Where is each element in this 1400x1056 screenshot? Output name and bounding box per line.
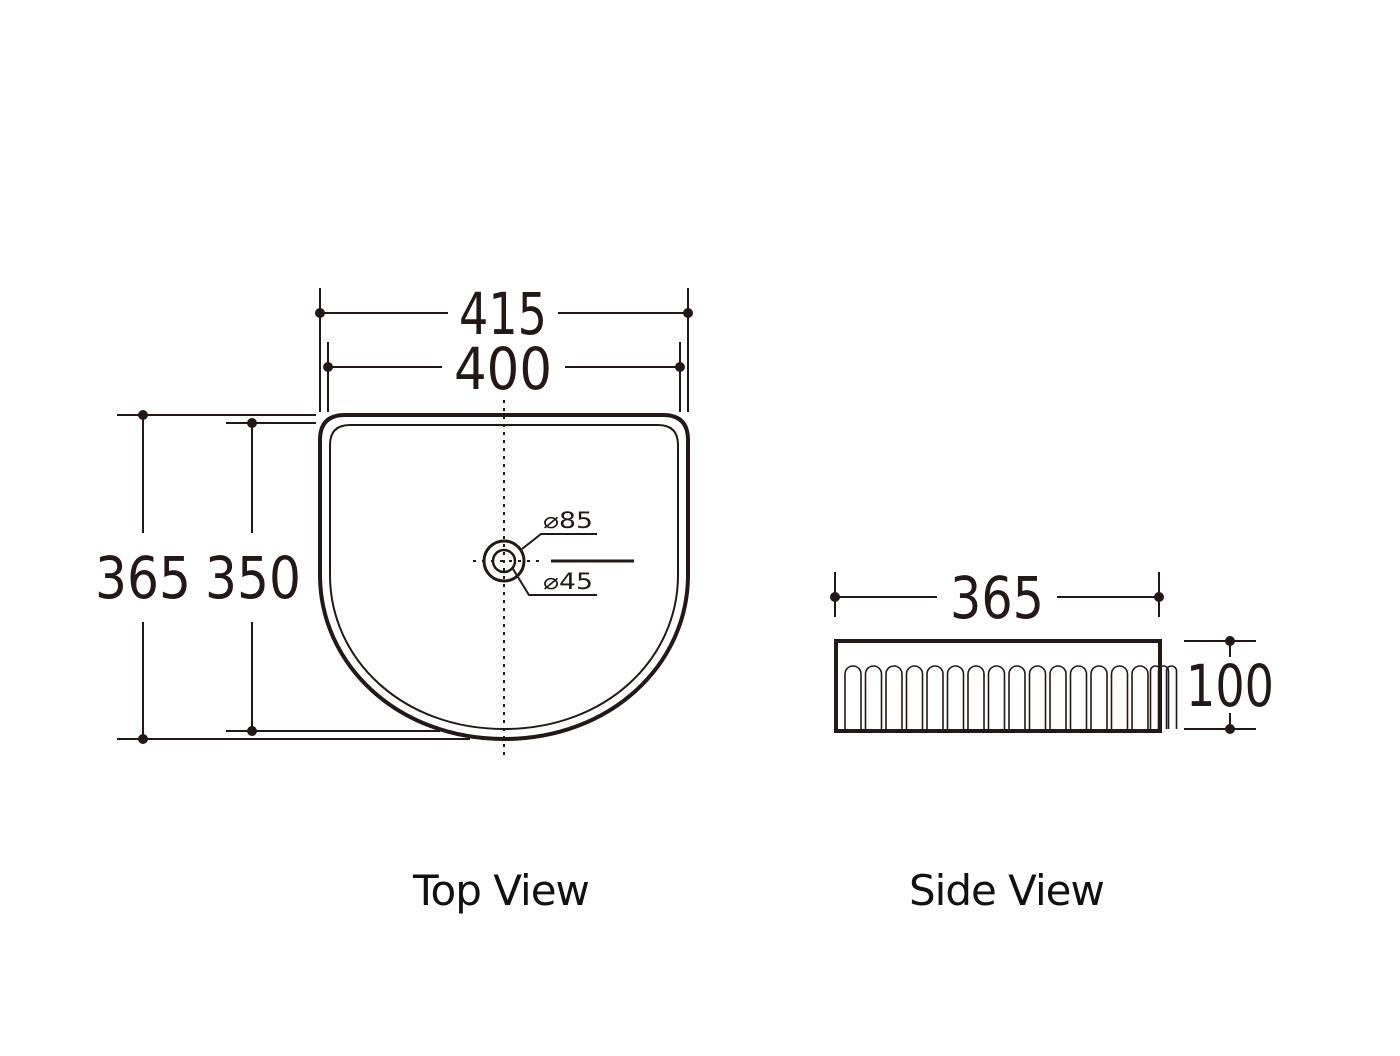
flute xyxy=(864,665,883,729)
dim-text-drain-45: ⌀45 xyxy=(543,570,593,595)
drain-inner-circle xyxy=(491,548,517,574)
flutes xyxy=(844,665,1178,729)
dim-dot xyxy=(830,592,840,602)
dim-dot xyxy=(675,362,685,372)
dim-dot xyxy=(323,362,333,372)
dim-dot xyxy=(138,734,148,744)
flute xyxy=(1165,665,1178,729)
leader-45 xyxy=(512,568,597,596)
flute xyxy=(967,665,985,729)
dim-dot xyxy=(1225,636,1235,646)
dim-text-400: 400 xyxy=(454,335,552,403)
dim-text-365-depth: 365 xyxy=(95,544,191,612)
dim-dot xyxy=(247,418,257,428)
dim-text-350-depth: 350 xyxy=(205,544,301,612)
side-view-label: Side View xyxy=(909,866,1105,915)
dim-dot xyxy=(1154,592,1164,602)
flute xyxy=(926,665,944,729)
dim-dot xyxy=(315,308,325,318)
flute xyxy=(1157,665,1170,729)
flute xyxy=(946,665,965,729)
top-view-label: Top View xyxy=(413,866,590,915)
flute xyxy=(1110,665,1129,729)
dim-dot xyxy=(1225,724,1235,734)
dim-text-side-365: 365 xyxy=(950,564,1044,632)
drain-outer-circle xyxy=(482,539,526,583)
leader-85 xyxy=(521,533,597,550)
flute xyxy=(1131,665,1149,729)
flute xyxy=(905,665,924,729)
flute xyxy=(1049,665,1067,729)
flute xyxy=(1069,665,1088,729)
flute xyxy=(1028,665,1047,729)
flute xyxy=(885,665,903,729)
dim-text-side-100: 100 xyxy=(1186,652,1274,720)
dim-dot xyxy=(247,726,257,736)
dim-text-drain-85: ⌀85 xyxy=(543,509,593,534)
flute xyxy=(1090,665,1108,729)
flute xyxy=(987,665,1006,729)
dim-dot xyxy=(138,410,148,420)
flute xyxy=(844,665,862,729)
dim-dot xyxy=(683,308,693,318)
dim-text-415: 415 xyxy=(459,280,547,348)
side-view-drawing xyxy=(830,572,1256,734)
top-view-drawing xyxy=(117,288,693,756)
flute xyxy=(1149,665,1162,729)
flute xyxy=(1008,665,1026,729)
